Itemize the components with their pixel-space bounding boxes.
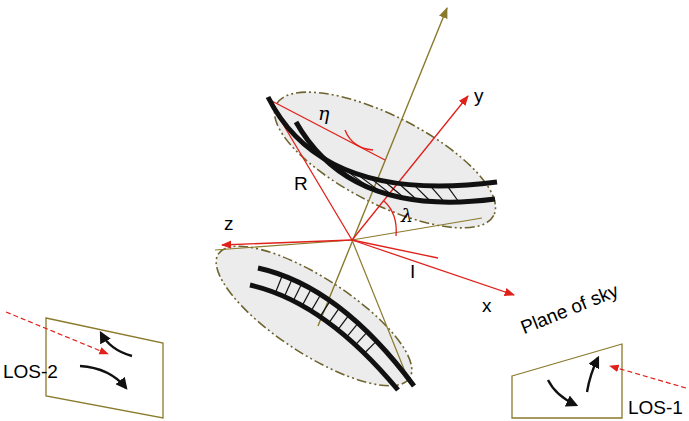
los-label: LOS-1 — [628, 398, 683, 417]
cone-lines — [215, 218, 482, 384]
helical-arcs — [250, 97, 497, 390]
hatch-stroke — [347, 323, 358, 337]
motion-arrows — [80, 333, 598, 405]
coordinate-axes — [222, 96, 514, 295]
hatch-stroke — [322, 157, 350, 178]
hatch-stroke — [364, 341, 376, 353]
axis-label: x — [482, 296, 492, 315]
cone-axis — [318, 8, 447, 326]
lower-cone-base — [198, 222, 431, 410]
los-label: LOS-2 — [3, 362, 58, 381]
hatch-stroke — [384, 181, 405, 198]
plane-of-sky — [46, 318, 163, 418]
upper-cone-base — [256, 65, 513, 254]
angle-label: η — [318, 104, 329, 123]
line-of-sight — [6, 312, 686, 388]
hatch-stroke — [355, 332, 367, 345]
hatch-stroke — [329, 308, 340, 323]
axis-label: y — [474, 86, 484, 105]
hatch-stroke — [333, 164, 360, 184]
hatch-stroke — [302, 289, 311, 306]
hatch-stroke — [370, 178, 392, 196]
axis-label: z — [224, 214, 234, 233]
plane-label: Plane of sky — [518, 281, 621, 337]
hatch-stroke — [311, 295, 321, 311]
angle-label: λ — [401, 206, 413, 225]
hatch-stroke — [430, 186, 444, 202]
hatch-stroke — [338, 315, 349, 330]
hatch-stroke — [344, 169, 369, 188]
hatch-stroke — [275, 275, 282, 293]
hatch-stroke — [414, 185, 430, 201]
axis-label: I — [410, 262, 415, 281]
hatch-stroke — [320, 301, 330, 317]
plane-of-sky — [512, 344, 622, 418]
length-label: R — [294, 174, 308, 193]
hatch-stroke — [284, 279, 292, 296]
hatch-stroke — [447, 186, 459, 202]
hatch-stroke — [293, 284, 301, 301]
